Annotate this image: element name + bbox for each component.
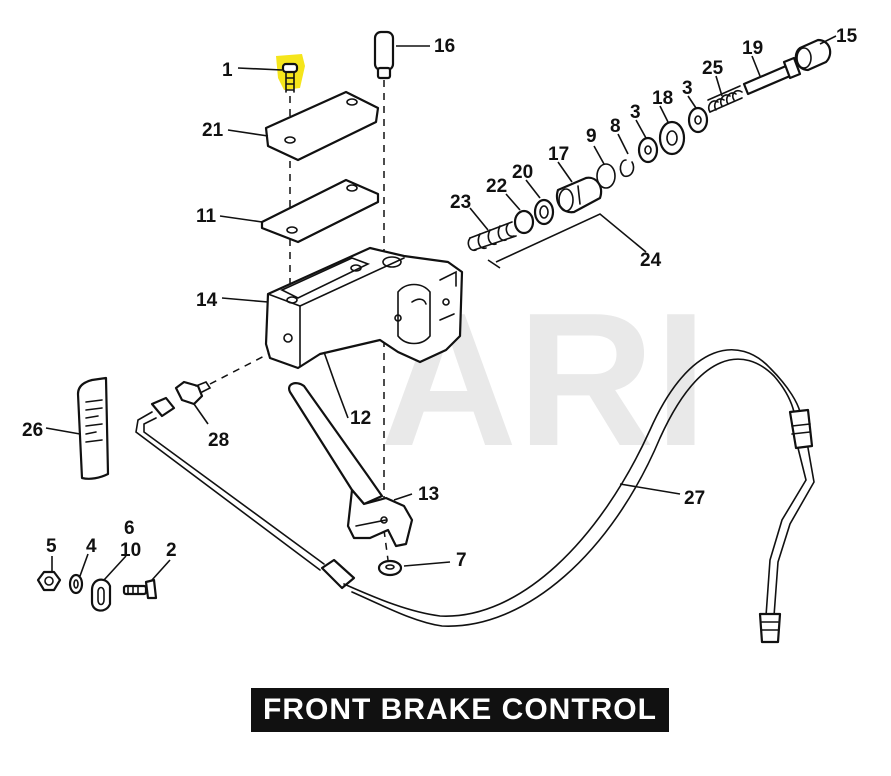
part-9-o-ring[interactable] (596, 163, 616, 189)
part-15-cap[interactable] (794, 38, 832, 72)
part-3-washer-b[interactable] (687, 106, 709, 134)
part-16-pin[interactable] (373, 30, 395, 80)
callout-15: 15 (836, 26, 858, 47)
part-17-piston[interactable] (555, 176, 603, 214)
callout-24: 24 (640, 250, 662, 271)
callout-2: 2 (166, 540, 177, 561)
part-5-nut[interactable] (36, 570, 62, 592)
part-25-spring[interactable] (707, 85, 743, 113)
part-8-clip[interactable] (619, 159, 635, 178)
callout-10: 10 (120, 540, 141, 561)
callout-21: 21 (202, 120, 224, 141)
part-2-bolt[interactable] (122, 578, 158, 600)
part-18-boot[interactable] (658, 120, 686, 156)
part-28-fitting[interactable] (150, 380, 212, 418)
callout-16: 16 (434, 36, 455, 57)
part-7-washer[interactable] (377, 559, 403, 577)
callout-6: 6 (124, 518, 135, 539)
part-4-washer[interactable] (68, 573, 84, 595)
callout-27: 27 (684, 488, 705, 509)
diagram-title: FRONT BRAKE CONTROL (251, 688, 669, 732)
callout-3a: 3 (630, 102, 641, 123)
callout-11: 11 (196, 206, 217, 227)
callout-25: 25 (702, 58, 724, 79)
part-22-seal[interactable] (513, 209, 535, 235)
callout-26: 26 (22, 420, 43, 441)
part-19-pushrod[interactable] (742, 56, 802, 96)
callout-19: 19 (742, 38, 763, 59)
callout-5: 5 (46, 536, 57, 557)
part-27-brake-hose[interactable] (135, 348, 815, 644)
part-3-washer-a[interactable] (637, 136, 659, 164)
part-20-cup[interactable] (533, 198, 555, 226)
callout-18: 18 (652, 88, 673, 109)
callout-23: 23 (450, 192, 471, 213)
part-26-decal[interactable] (76, 376, 110, 480)
part-12-lever[interactable] (288, 382, 414, 548)
diagram-title-text: FRONT BRAKE CONTROL (263, 693, 657, 726)
callout-9: 9 (586, 126, 597, 147)
part-1-screw[interactable] (281, 62, 299, 93)
callout-8: 8 (610, 116, 621, 137)
part-23-spring[interactable] (467, 221, 517, 252)
callout-28: 28 (208, 430, 229, 451)
callout-13: 13 (418, 484, 439, 505)
callout-20: 20 (512, 162, 533, 183)
callout-17: 17 (548, 144, 569, 165)
callout-22: 22 (486, 176, 507, 197)
callout-3b: 3 (682, 78, 693, 99)
part-14-master-cylinder[interactable] (264, 246, 464, 370)
callout-7: 7 (456, 550, 467, 571)
part-11-gasket[interactable] (260, 178, 380, 244)
callout-4: 4 (86, 536, 97, 557)
callout-12: 12 (350, 408, 371, 429)
callout-1: 1 (222, 60, 233, 81)
part-21-cover[interactable] (264, 90, 380, 162)
part-10-clamp[interactable] (90, 578, 112, 612)
callout-14: 14 (196, 290, 218, 311)
